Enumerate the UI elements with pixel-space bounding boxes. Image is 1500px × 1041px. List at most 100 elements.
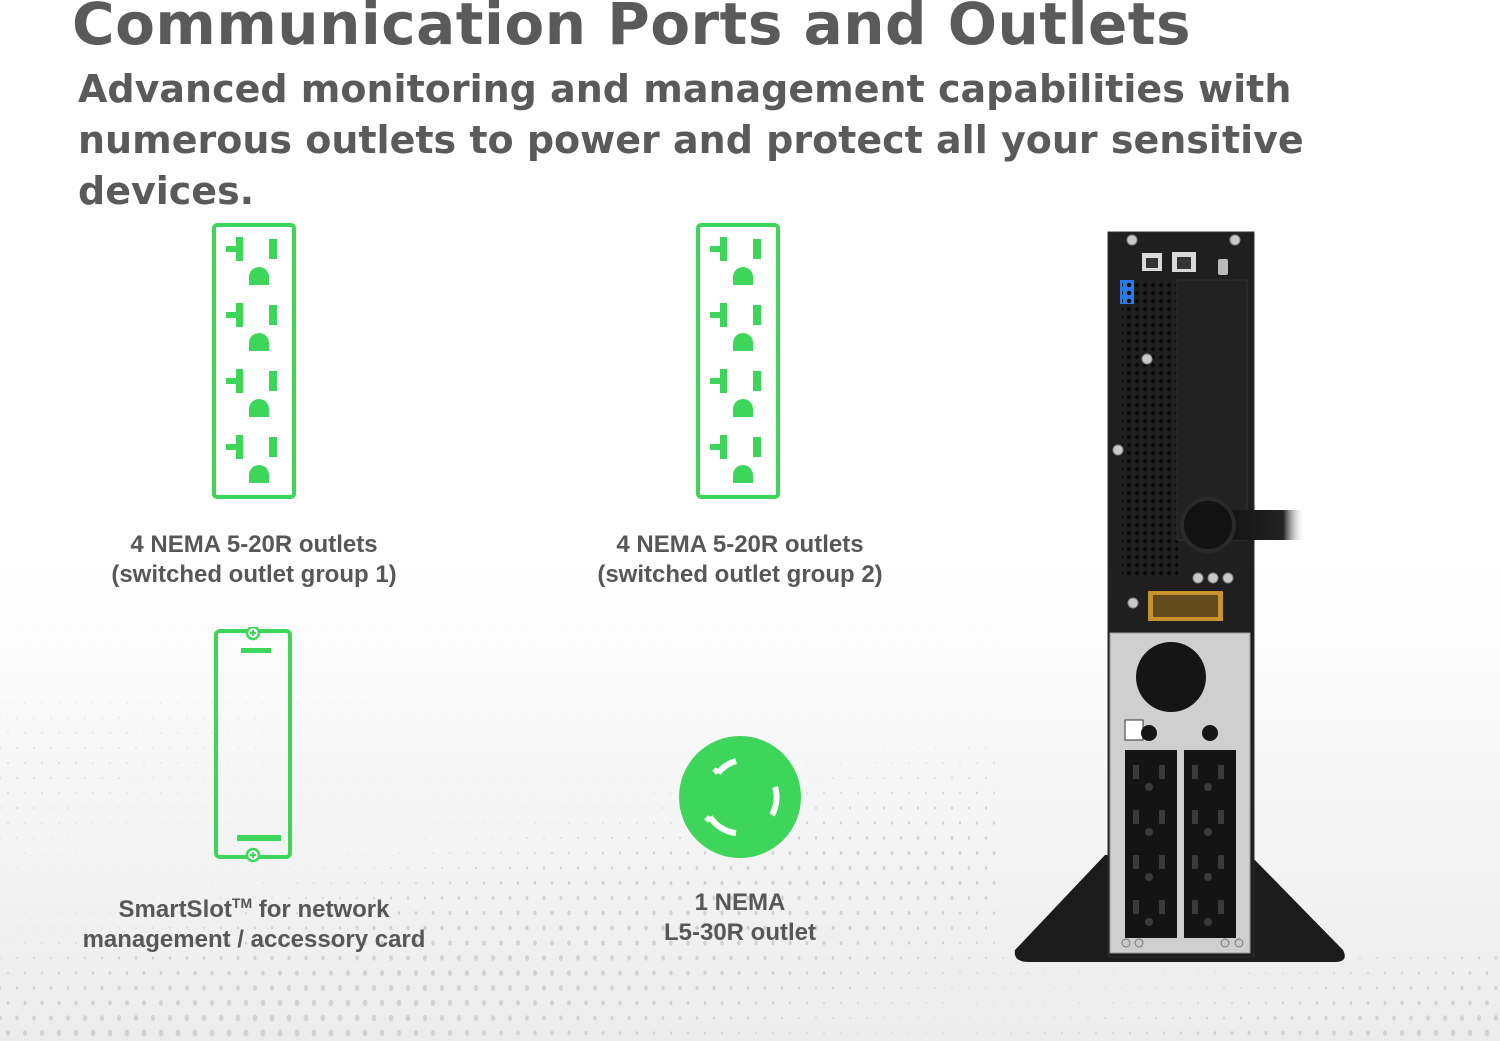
background-dot xyxy=(593,955,597,961)
background-dot xyxy=(789,642,791,644)
background-dot xyxy=(458,807,460,809)
background-dot xyxy=(695,895,699,901)
background-dot xyxy=(678,925,682,931)
background-dot xyxy=(67,777,69,779)
background-dot xyxy=(567,940,571,946)
background-dot xyxy=(593,895,597,901)
background-dot xyxy=(24,702,26,704)
background-dot xyxy=(449,852,451,854)
background-dot xyxy=(567,1000,571,1006)
background-dot xyxy=(7,702,9,704)
background-dot xyxy=(228,822,230,824)
background-dot xyxy=(457,896,461,900)
background-dot xyxy=(695,955,699,961)
background-dot xyxy=(330,822,332,824)
background-dot xyxy=(822,851,826,855)
background-dot xyxy=(407,687,409,689)
background-dot xyxy=(797,986,801,990)
background-dot xyxy=(662,657,664,659)
background-dot xyxy=(508,925,512,931)
background-dot xyxy=(109,672,111,674)
background-dot xyxy=(950,896,954,900)
background-dot xyxy=(6,1000,10,1006)
background-dot xyxy=(576,925,580,931)
background-dot xyxy=(925,702,927,704)
background-dot xyxy=(364,792,366,794)
background-dot xyxy=(713,687,715,689)
background-dot xyxy=(211,911,213,915)
background-dot xyxy=(941,911,945,915)
background-dot xyxy=(192,1029,198,1037)
background-dot xyxy=(1172,987,1174,989)
background-dot xyxy=(515,970,521,976)
background-dot xyxy=(543,777,545,779)
background-dot xyxy=(984,806,988,810)
background-dot xyxy=(16,747,18,749)
background-dot xyxy=(526,807,528,809)
background-dot xyxy=(849,717,851,719)
background-dot xyxy=(593,925,597,931)
background-dot xyxy=(441,657,443,659)
background-dot xyxy=(475,777,477,779)
background-dot xyxy=(160,762,162,764)
background-dot xyxy=(58,792,60,794)
background-dot xyxy=(805,880,809,886)
background-dot xyxy=(755,1031,757,1035)
background-dot xyxy=(992,881,996,885)
background-dot xyxy=(245,672,247,674)
background-dot xyxy=(23,1000,27,1006)
background-dot xyxy=(568,642,570,644)
background-dot xyxy=(423,955,427,961)
background-dot xyxy=(475,807,477,809)
background-dot xyxy=(1434,1000,1438,1006)
background-dot xyxy=(857,702,859,704)
background-dot xyxy=(883,717,885,719)
background-dot xyxy=(865,925,869,931)
background-dot xyxy=(1274,986,1276,990)
background-dot xyxy=(958,941,962,945)
background-dot xyxy=(687,702,689,704)
background-dot xyxy=(1281,1001,1285,1005)
background-dot xyxy=(211,732,213,734)
background-dot xyxy=(389,955,393,961)
background-dot xyxy=(407,747,409,749)
background-dot xyxy=(135,927,137,929)
background-dot xyxy=(1273,1016,1277,1020)
background-dot xyxy=(475,837,477,839)
background-dot xyxy=(679,717,681,719)
background-dot xyxy=(152,687,154,689)
background-dot xyxy=(1197,972,1199,974)
background-dot xyxy=(601,970,605,976)
background-dot xyxy=(746,986,750,990)
background-dot xyxy=(1485,1000,1489,1006)
background-dot xyxy=(305,777,307,779)
background-dot xyxy=(449,702,451,704)
background-dot xyxy=(492,657,494,659)
background-dot xyxy=(253,926,257,930)
background-dot xyxy=(278,941,282,945)
background-dot xyxy=(67,747,69,749)
background-dot xyxy=(840,1032,842,1034)
background-dot xyxy=(371,984,377,992)
background-dot xyxy=(754,1001,758,1005)
background-dot xyxy=(1163,972,1165,974)
background-dot xyxy=(236,955,240,961)
page-subtitle: Advanced monitoring and management capab… xyxy=(78,67,1304,213)
background-dot xyxy=(712,1016,716,1020)
background-dot xyxy=(177,852,179,854)
background-dot xyxy=(917,627,919,629)
background-dot xyxy=(866,986,868,990)
background-dot xyxy=(1145,1031,1149,1035)
background-dot xyxy=(118,657,120,659)
background-dot xyxy=(644,895,648,901)
background-dot xyxy=(346,911,350,915)
background-dot xyxy=(313,792,315,794)
background-dot xyxy=(619,822,621,824)
background-dot xyxy=(458,747,460,749)
background-dot xyxy=(594,717,596,719)
background-dot xyxy=(203,897,205,899)
background-dot xyxy=(703,1001,707,1005)
background-dot xyxy=(134,985,138,991)
background-dot xyxy=(1494,956,1498,960)
background-dot xyxy=(669,1031,673,1035)
